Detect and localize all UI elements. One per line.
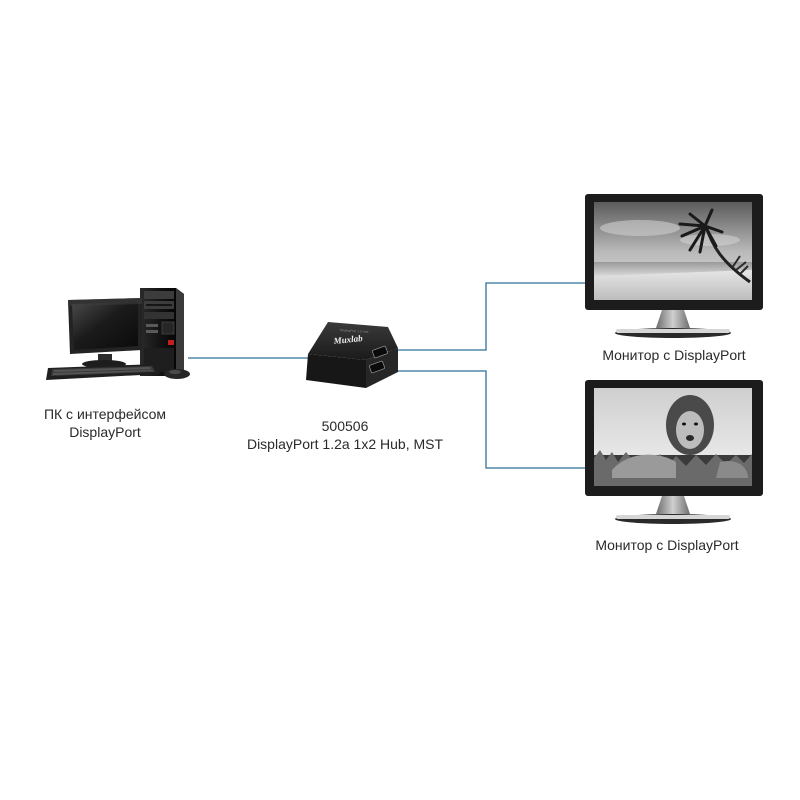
cable-hub-to-monitor-1 [392,282,590,351]
monitor-2-caption: Монитор с DisplayPort [595,537,739,553]
svg-text:DisplayPort 1.2 Hub: DisplayPort 1.2 Hub [340,328,369,334]
lion-savanna-image [594,395,752,486]
monitor-1-caption: Монитор с DisplayPort [602,347,746,363]
pc-monitor [68,298,142,368]
pc-caption: ПК с интерфейсом DisplayPort [25,405,185,441]
hub-brand-logo: Muxlab [332,333,363,346]
hub-caption: 500506 DisplayPort 1.2a 1x2 Hub, MST [225,417,465,453]
pc-caption-line2: DisplayPort [69,424,141,440]
dp-port-icon [371,345,389,359]
monitor-1 [585,194,763,338]
hub-device: Muxlab DisplayPort 1.2 Hub [306,322,398,388]
cables [188,282,590,469]
pc-illustration [46,288,190,380]
pc-caption-line1: ПК с интерфейсом [43,406,167,422]
monitor-2 [585,380,763,524]
pc-keyboard [46,364,160,380]
palm-beach-image [594,208,752,300]
hub-model-name: DisplayPort 1.2a 1x2 Hub, MST [246,436,444,452]
amd-badge-icon [168,340,174,345]
pc-tower [140,288,184,376]
hub-model-number: 500506 [321,418,369,434]
dp-port-icon [368,360,386,374]
cable-hub-to-monitor-2 [380,370,590,469]
